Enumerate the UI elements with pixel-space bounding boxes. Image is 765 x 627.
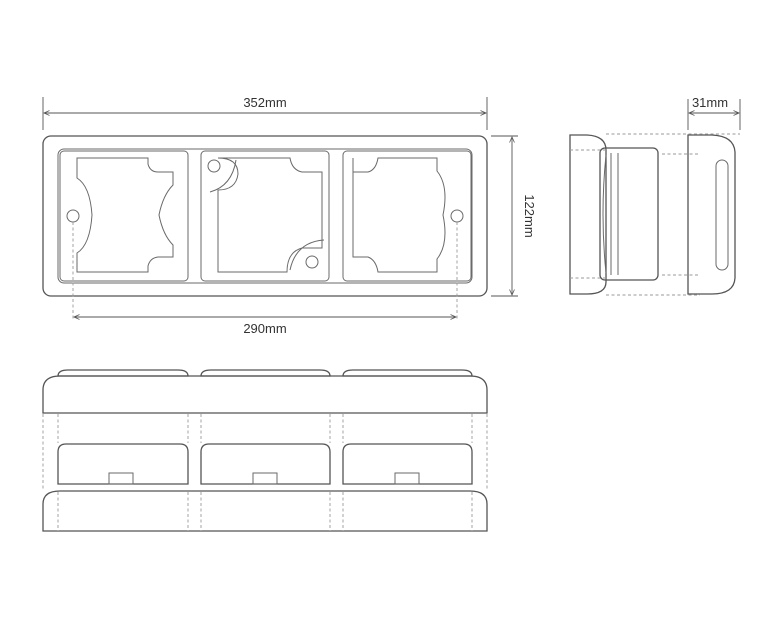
top-view [42,369,488,414]
lamp-module-center [200,443,331,485]
spacing-dimension: 290mm [74,317,456,336]
inner-bezel [57,148,473,284]
side-view [569,133,740,296]
projection-lines [42,414,488,531]
lamp-module-right [342,443,473,485]
lamp-compartment-center [200,150,330,282]
length-dimension: 352mm [42,95,488,130]
mounting-hole-top [207,159,221,173]
overall-length-label: 352mm [243,95,286,110]
mounting-hole-bottom [305,255,319,269]
front-view [42,135,488,320]
bottom-housing [42,490,488,532]
lamp-insert-profile [599,147,659,281]
depth-dimension: 31mm [687,95,741,130]
lamp-compartment-left [59,150,189,282]
mounting-hole-left [66,209,80,223]
mounting-hole-right [450,209,464,223]
top-housing [42,375,488,414]
mount-spacing-label: 290mm [243,321,286,336]
height-label: 122mm [522,194,537,237]
housing-profile [569,134,607,295]
lamp-module-left [57,443,189,485]
lens-profile [687,134,736,295]
outer-housing [42,135,488,297]
depth-label: 31mm [692,95,728,110]
height-dimension: 122mm [491,135,537,297]
lamp-compartment-right [342,150,472,282]
bottom-view [42,443,488,532]
